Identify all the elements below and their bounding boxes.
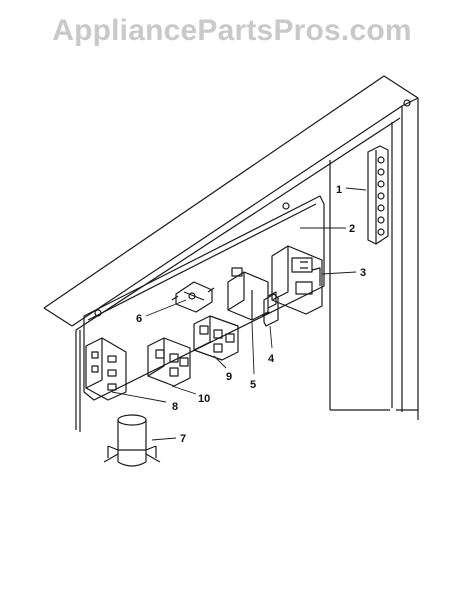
cabinet-housing: [43, 75, 419, 432]
component-6: [171, 281, 215, 313]
leader-lines: [111, 187, 367, 441]
relay-bracket-4: [261, 293, 279, 327]
callout-5: 5: [250, 379, 256, 391]
relay-9: [193, 315, 239, 361]
callout-9: 9: [226, 371, 232, 383]
mounting-panel: [83, 195, 325, 401]
circuit-board-8: [85, 337, 127, 401]
callout-2: 2: [349, 223, 355, 235]
callout-3: 3: [360, 267, 366, 279]
watermark-text: AppliancePartsPros.com: [52, 14, 412, 47]
callout-7: 7: [180, 433, 186, 445]
relay-10: [147, 337, 191, 387]
contactor-3: [271, 245, 323, 315]
callout-10: 10: [198, 393, 210, 405]
callout-6: 6: [136, 313, 142, 325]
terminal-strip: [367, 145, 389, 245]
callout-4: 4: [268, 353, 275, 365]
callout-8: 8: [172, 401, 178, 413]
callout-labels: 1 2 3 4 5 6 7 8 9 10: [136, 184, 366, 445]
capacitor-7: [103, 414, 161, 467]
callout-1: 1: [336, 184, 342, 196]
transformer-5: [227, 267, 277, 321]
